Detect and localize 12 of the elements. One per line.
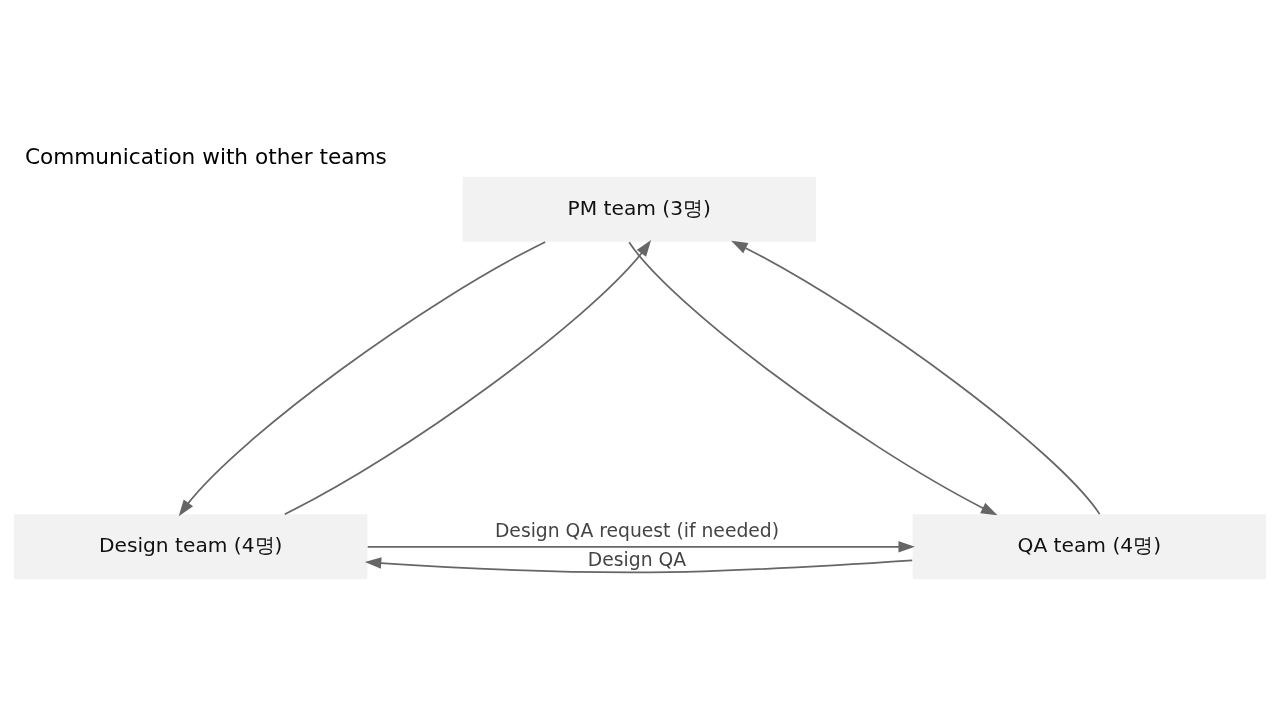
edge-label: Design QA	[587, 549, 687, 571]
arrow	[366, 541, 915, 553]
arrow	[364, 557, 914, 574]
diagram-title: Communication with other teams	[24, 143, 387, 169]
node-box: Design team (4명)	[14, 514, 368, 580]
node-box: QA team (4명)	[912, 514, 1266, 580]
arrow	[283, 240, 652, 516]
node-box: PM team (3명)	[462, 176, 816, 242]
arrow	[178, 241, 547, 517]
arrow	[731, 240, 1101, 515]
edge-label: Design QA request (if needed)	[494, 520, 780, 542]
arrow	[628, 241, 998, 516]
